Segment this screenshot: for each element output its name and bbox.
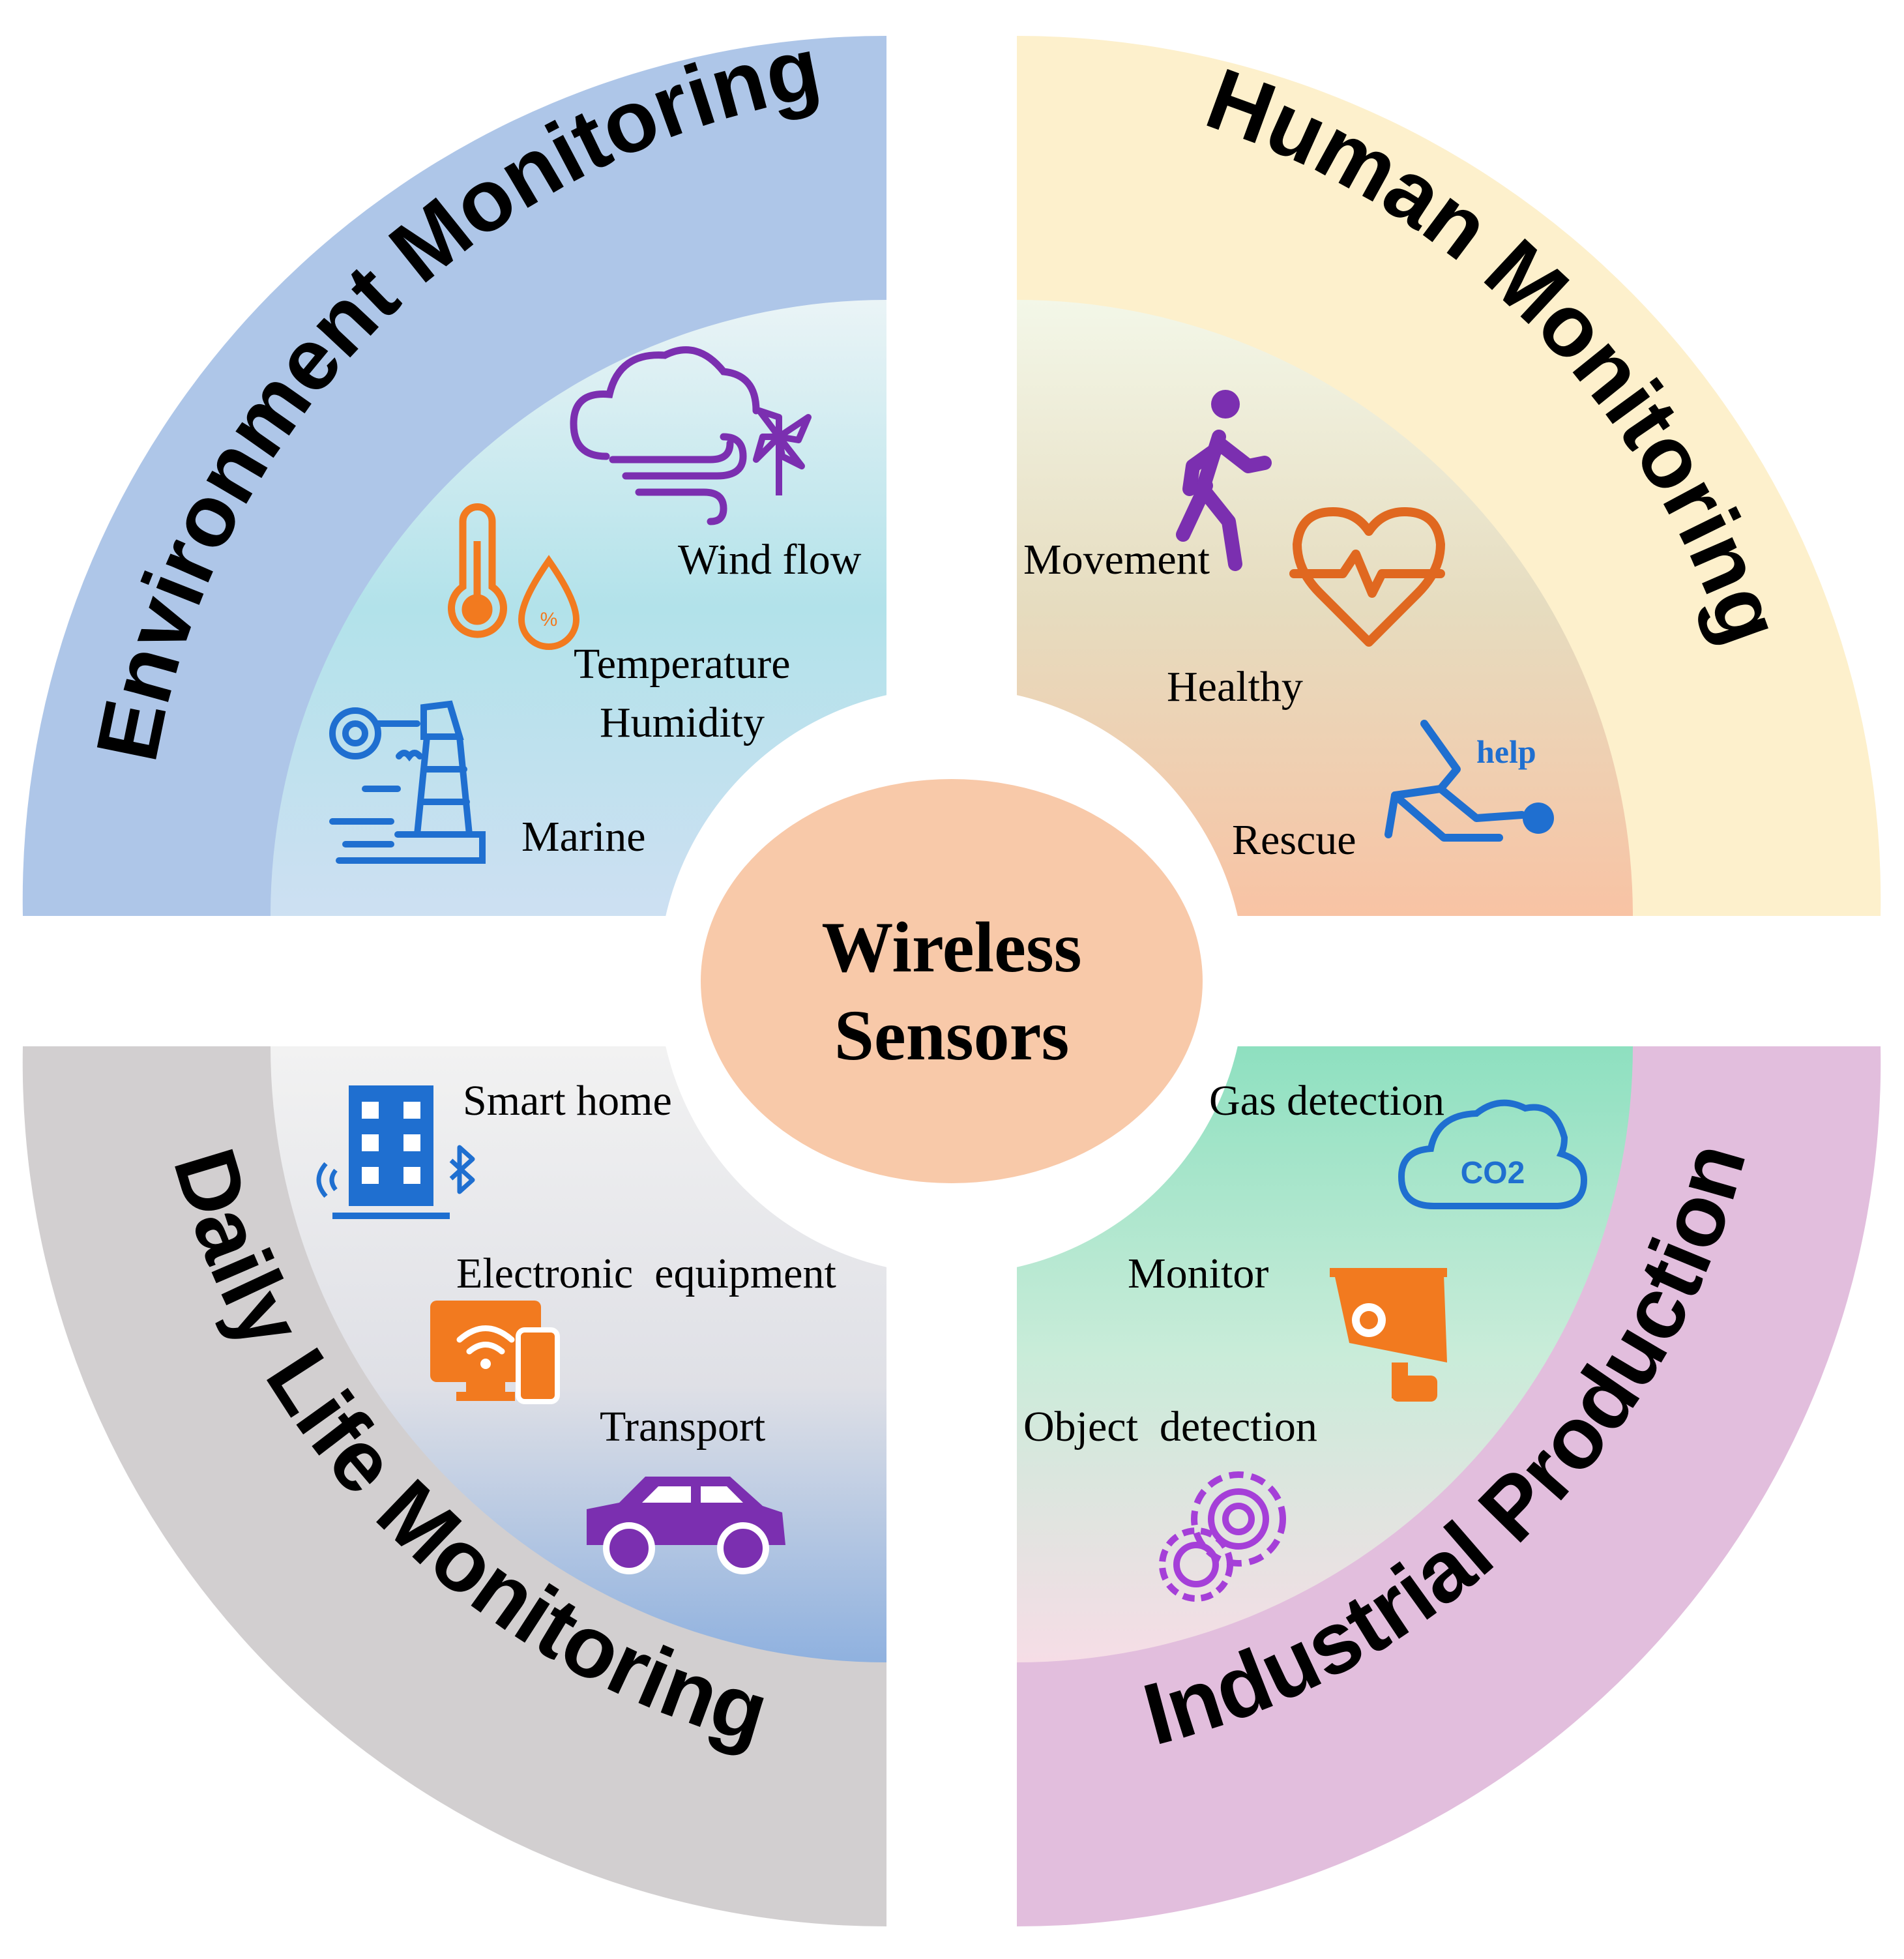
human-inner-area (1017, 300, 1633, 916)
marine-label: Marine (521, 813, 646, 861)
co2-cloud-icon: CO2 (1398, 1099, 1588, 1209)
center-title-line1: Wireless (821, 907, 1081, 987)
gears-icon (1159, 1471, 1286, 1602)
wind-flow-label: Wind flow (678, 536, 862, 583)
security-camera-icon (1330, 1268, 1447, 1402)
center-title-line2: Sensors (834, 995, 1070, 1075)
svg-text:%: % (540, 609, 558, 630)
center-ellipse (701, 779, 1203, 1183)
heart-pulse-icon (1289, 507, 1445, 647)
smart-building-icon (316, 1085, 450, 1219)
pinwheel-icon (753, 407, 812, 495)
transport-label: Transport (600, 1403, 765, 1451)
object-detection-label: Object detection (1023, 1403, 1317, 1451)
wind-cloud-icon (570, 346, 760, 525)
help-label: help (1476, 733, 1536, 770)
bluetooth-icon (449, 1145, 475, 1194)
monitor-label: Monitor (1128, 1250, 1268, 1297)
rescue-label: Rescue (1232, 816, 1356, 864)
humidity-label: Humidity (600, 699, 765, 746)
car-icon (587, 1477, 785, 1574)
walking-person-icon (1176, 390, 1272, 571)
electronic-equipment-label: Electronic equipment (456, 1250, 836, 1297)
movement-label: Movement (1023, 536, 1210, 583)
industrial-inner-area (1017, 1046, 1633, 1662)
smart-home-label: Smart home (463, 1077, 672, 1125)
thermometer-icon (448, 503, 507, 638)
lighthouse-icon (329, 700, 486, 864)
humidity-drop-icon: % (518, 555, 580, 650)
rescue-person-icon (1384, 720, 1554, 842)
svg-text:CO2: CO2 (1461, 1156, 1525, 1190)
temperature-label: Temperature (574, 640, 791, 688)
computer-wifi-icon (430, 1301, 560, 1404)
healthy-label: Healthy (1167, 663, 1303, 711)
gas-detection-label: Gas detection (1209, 1077, 1444, 1125)
